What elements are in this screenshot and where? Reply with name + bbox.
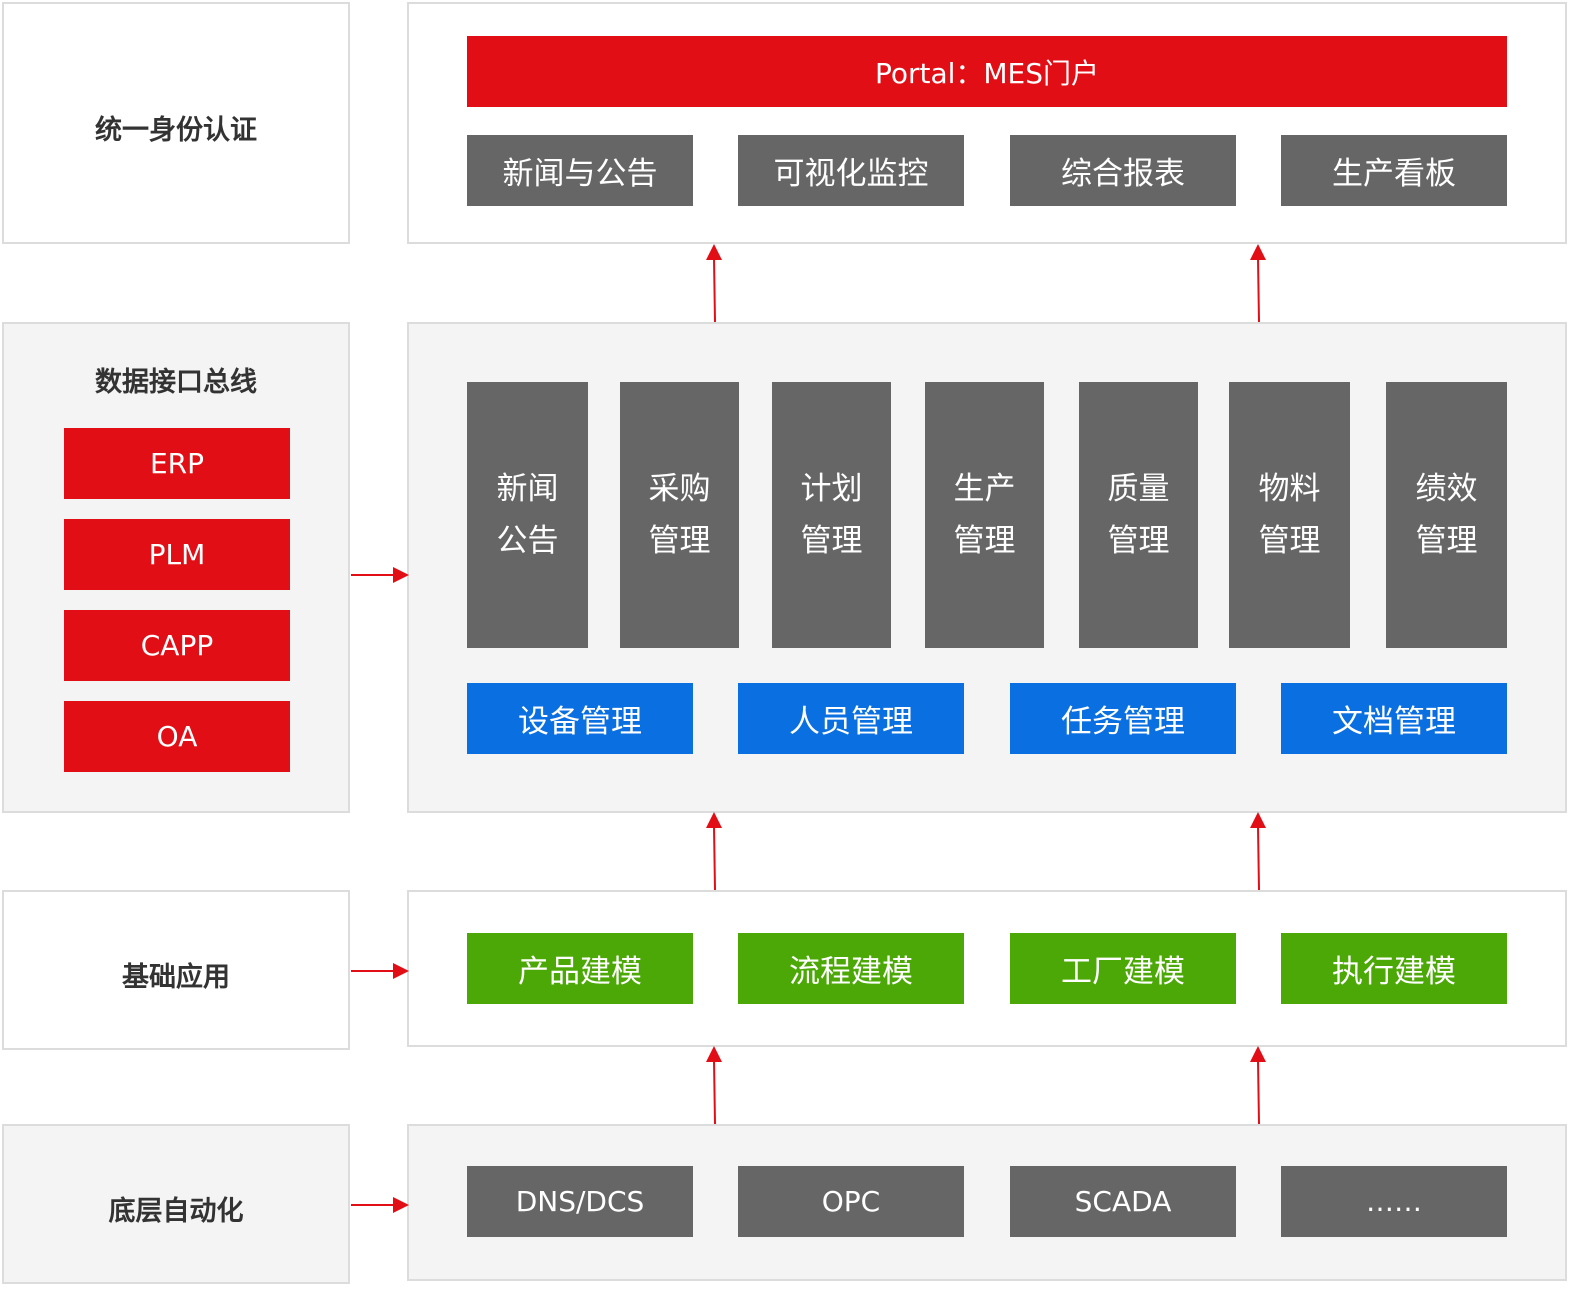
- module-purchase-line2: 管理: [648, 523, 711, 559]
- module-production: 生产 管理: [925, 382, 1044, 648]
- arrow-up-2: [1257, 257, 1260, 323]
- portal-item-news: 新闻与公告: [467, 135, 693, 206]
- portal-item-report: 综合报表: [1010, 135, 1236, 206]
- arrow-up-1-head: [706, 244, 722, 260]
- module-news: 新闻 公告: [467, 382, 588, 648]
- automation-opc: OPC: [738, 1166, 964, 1237]
- module-plan: 计划 管理: [772, 382, 891, 648]
- bus-item-capp: CAPP: [64, 610, 290, 681]
- module-news-line2: 公告: [496, 523, 559, 559]
- arrow-up-6: [1257, 1059, 1260, 1125]
- arrow-right-base-head: [393, 963, 409, 979]
- module-material-line1: 物料: [1258, 471, 1321, 507]
- arrow-up-6-head: [1250, 1046, 1266, 1062]
- module-purchase: 采购 管理: [620, 382, 739, 648]
- base-app-product: 产品建模: [467, 933, 693, 1004]
- arrow-up-1: [713, 257, 716, 323]
- base-app-execution: 执行建模: [1281, 933, 1507, 1004]
- module-plan-line1: 计划: [800, 471, 863, 507]
- module-quality-line2: 管理: [1107, 523, 1170, 559]
- arrow-up-2-head: [1250, 244, 1266, 260]
- module-news-line1: 新闻: [496, 471, 559, 507]
- identity-panel: 统一身份认证: [2, 2, 350, 244]
- bus-item-oa: OA: [64, 701, 290, 772]
- bus-item-erp: ERP: [64, 428, 290, 499]
- automation-more: ……: [1281, 1166, 1507, 1237]
- service-document: 文档管理: [1281, 683, 1507, 754]
- arrow-up-5: [713, 1059, 716, 1125]
- base-panel: 基础应用: [2, 890, 350, 1050]
- module-performance-line1: 绩效: [1415, 471, 1478, 507]
- arrow-up-4-head: [1250, 812, 1266, 828]
- module-quality-line1: 质量: [1107, 471, 1170, 507]
- base-title: 基础应用: [122, 962, 230, 993]
- automation-title: 底层自动化: [108, 1196, 244, 1227]
- arrow-up-5-head: [706, 1046, 722, 1062]
- service-task: 任务管理: [1010, 683, 1236, 754]
- module-performance-line2: 管理: [1415, 523, 1478, 559]
- arrow-up-3: [713, 825, 716, 891]
- bus-item-plm: PLM: [64, 519, 290, 590]
- module-production-line2: 管理: [953, 523, 1016, 559]
- module-production-line1: 生产: [953, 471, 1016, 507]
- base-app-factory: 工厂建模: [1010, 933, 1236, 1004]
- arrow-up-4: [1257, 825, 1260, 891]
- module-quality: 质量 管理: [1079, 382, 1198, 648]
- automation-dns-dcs: DNS/DCS: [467, 1166, 693, 1237]
- arrow-right-automation-head: [393, 1197, 409, 1213]
- service-personnel: 人员管理: [738, 683, 964, 754]
- module-plan-line2: 管理: [800, 523, 863, 559]
- automation-panel: 底层自动化: [2, 1124, 350, 1284]
- arrow-right-bus-head: [393, 567, 409, 583]
- module-material-line2: 管理: [1258, 523, 1321, 559]
- module-material: 物料 管理: [1229, 382, 1350, 648]
- base-app-process: 流程建模: [738, 933, 964, 1004]
- arrow-up-3-head: [706, 812, 722, 828]
- portal-item-board: 生产看板: [1281, 135, 1507, 206]
- automation-scada: SCADA: [1010, 1166, 1236, 1237]
- bus-title: 数据接口总线: [95, 367, 257, 398]
- portal-item-monitor: 可视化监控: [738, 135, 964, 206]
- portal-banner: Portal：MES门户: [467, 36, 1507, 107]
- module-performance: 绩效 管理: [1386, 382, 1507, 648]
- module-purchase-line1: 采购: [648, 471, 711, 507]
- identity-title: 统一身份认证: [95, 115, 257, 146]
- service-equipment: 设备管理: [467, 683, 693, 754]
- bus-panel: 数据接口总线 ERP PLM CAPP OA: [2, 322, 350, 813]
